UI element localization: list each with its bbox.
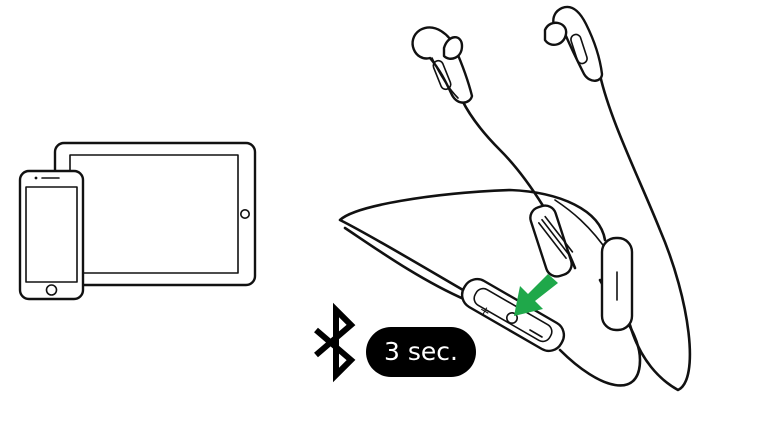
- left-earbud: [411, 26, 474, 104]
- duration-badge: 3 sec.: [366, 327, 476, 377]
- headset-illustration: +: [338, 5, 692, 392]
- right-earbud: [543, 5, 604, 82]
- press-pointer-arrow: [514, 274, 558, 316]
- duration-label: 3 sec.: [384, 337, 458, 366]
- bluetooth-icon: [314, 302, 356, 383]
- smartphone-illustration: [18, 169, 85, 301]
- tablet-illustration: [53, 141, 257, 287]
- inline-remote: +: [460, 277, 566, 353]
